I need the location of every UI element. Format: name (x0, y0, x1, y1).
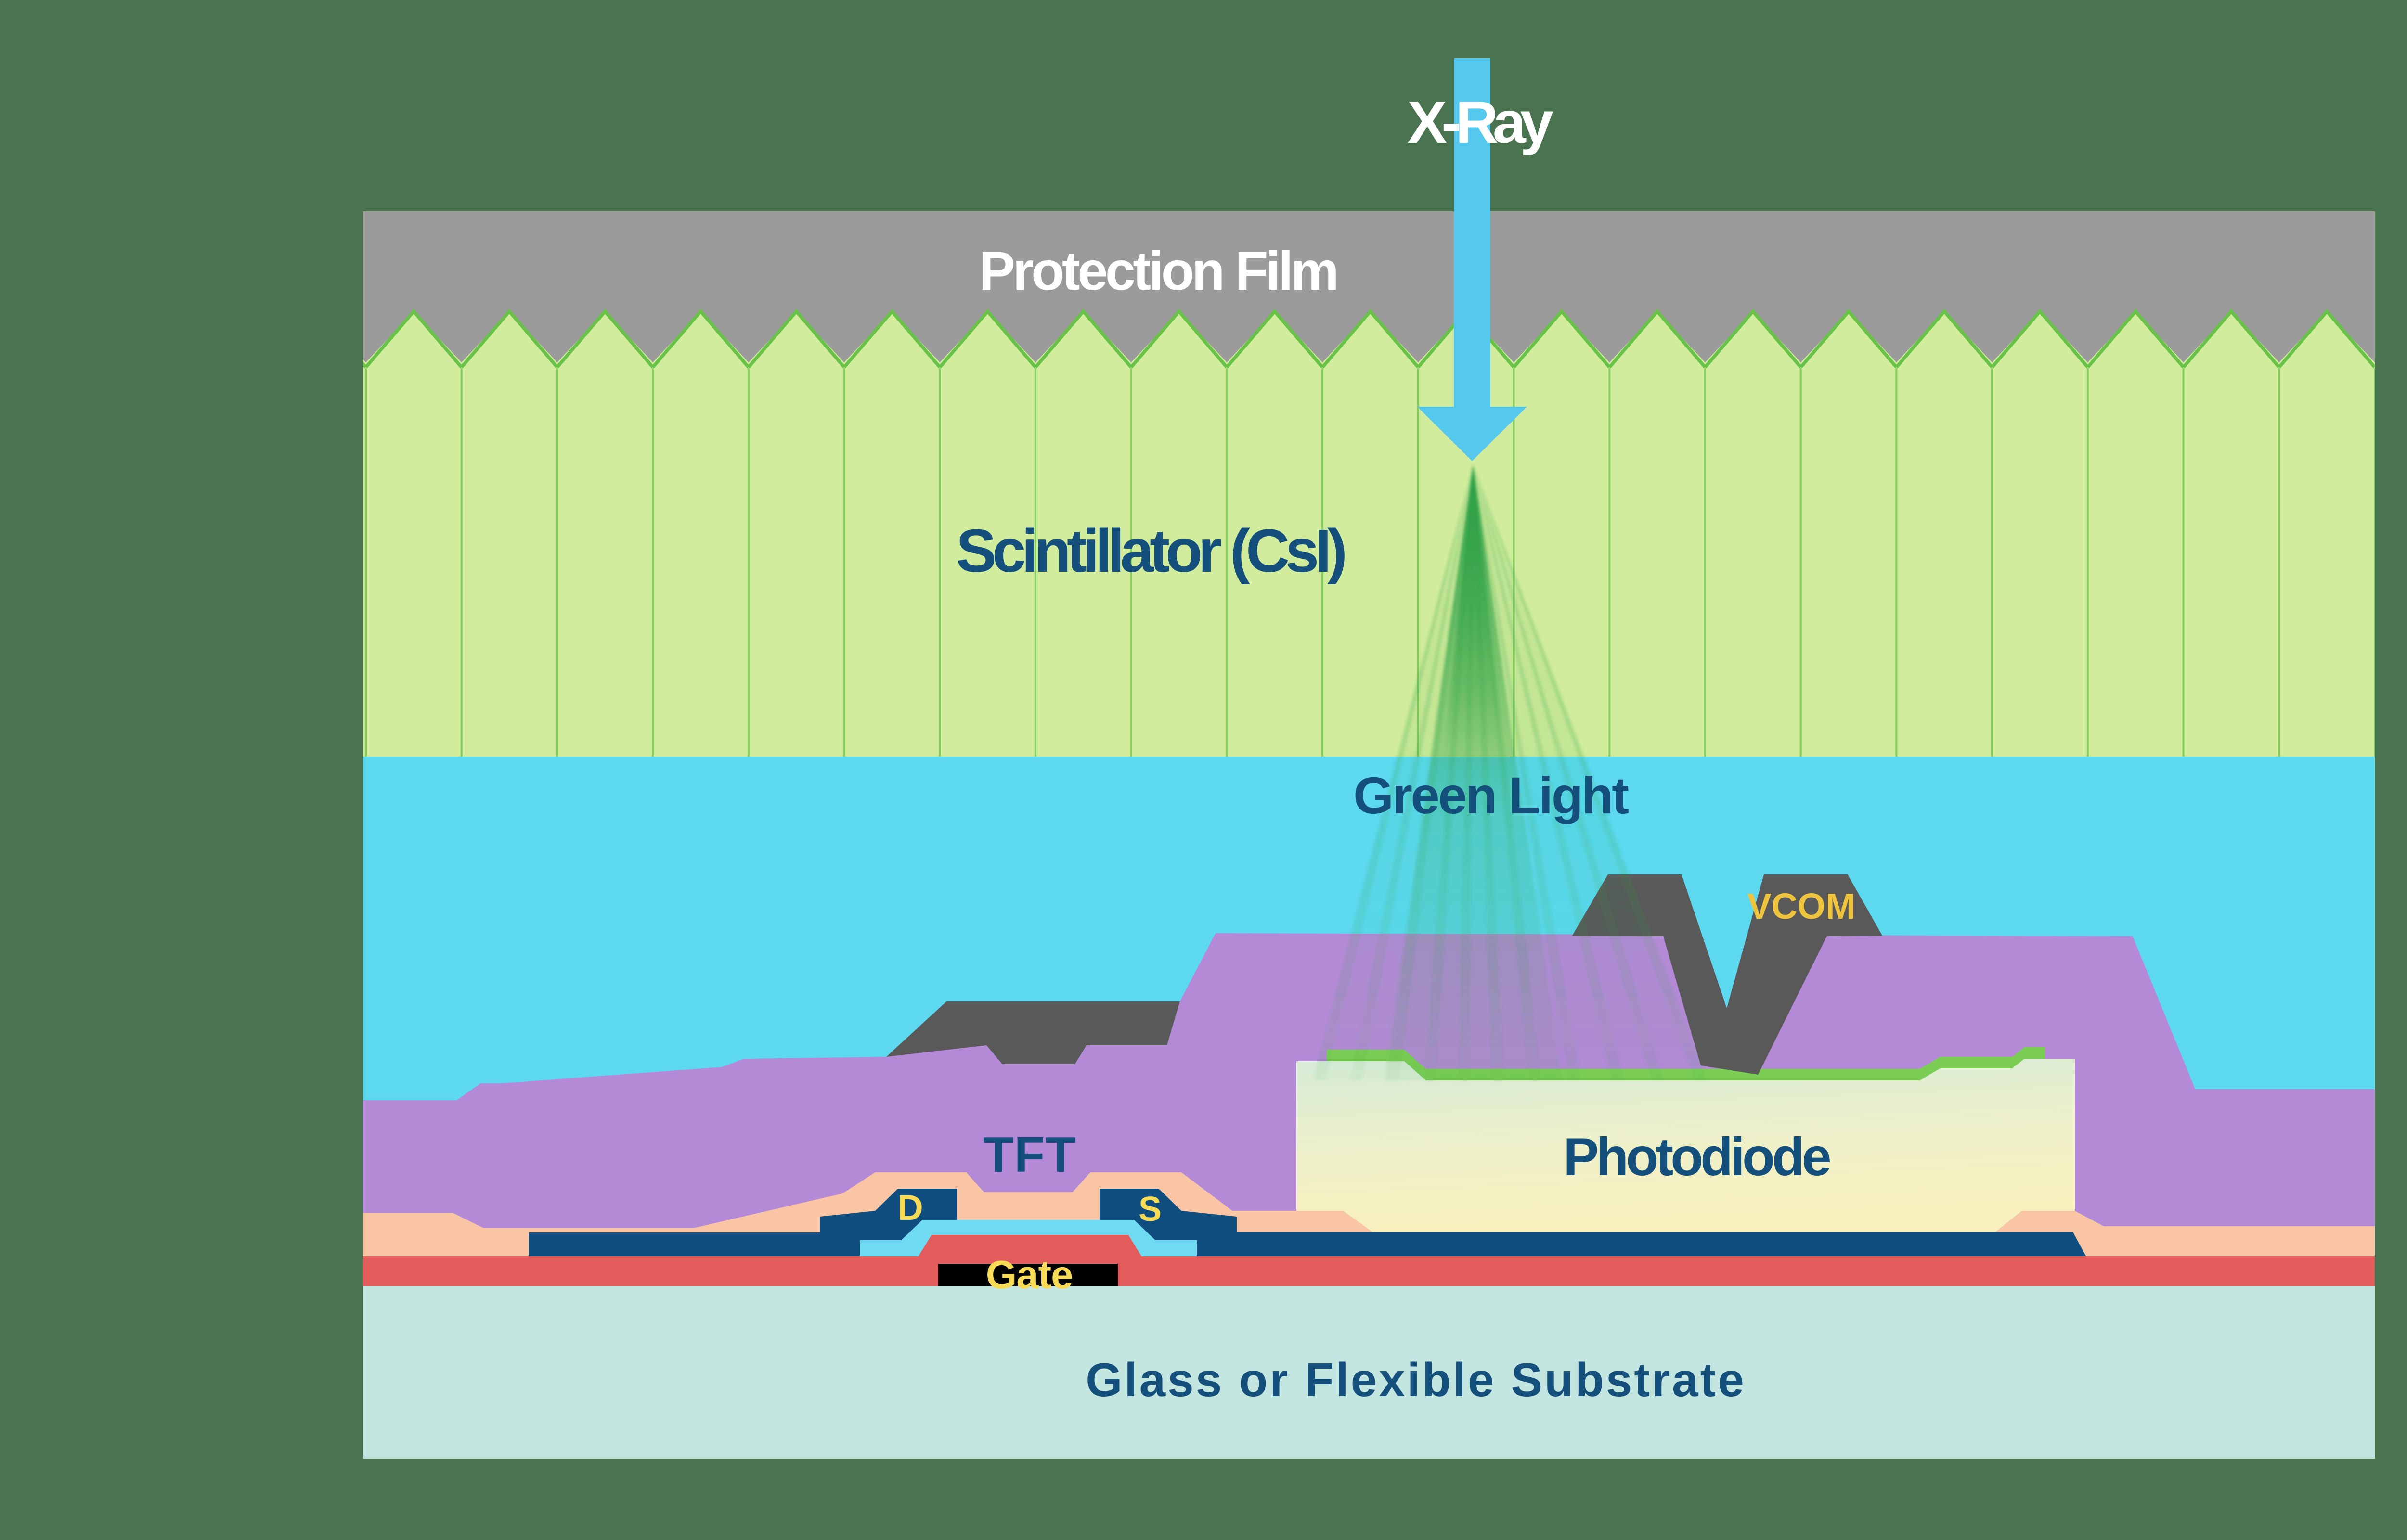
svg-text:Scintillator (CsI): Scintillator (CsI) (956, 517, 1345, 585)
svg-text:Photodiode: Photodiode (1563, 1127, 1830, 1187)
svg-text:Gate: Gate (986, 1252, 1073, 1297)
svg-text:Green Light: Green Light (1353, 766, 1629, 824)
svg-text:Glass or Flexible Substrate: Glass or Flexible Substrate (1086, 1353, 1746, 1406)
svg-text:TFT: TFT (983, 1127, 1076, 1183)
svg-text:X-Ray: X-Ray (1407, 90, 1553, 156)
svg-text:VCOM: VCOM (1747, 886, 1856, 926)
svg-text:Protection Film: Protection Film (979, 241, 1337, 301)
svg-text:D: D (897, 1188, 923, 1228)
svg-text:S: S (1139, 1190, 1162, 1229)
